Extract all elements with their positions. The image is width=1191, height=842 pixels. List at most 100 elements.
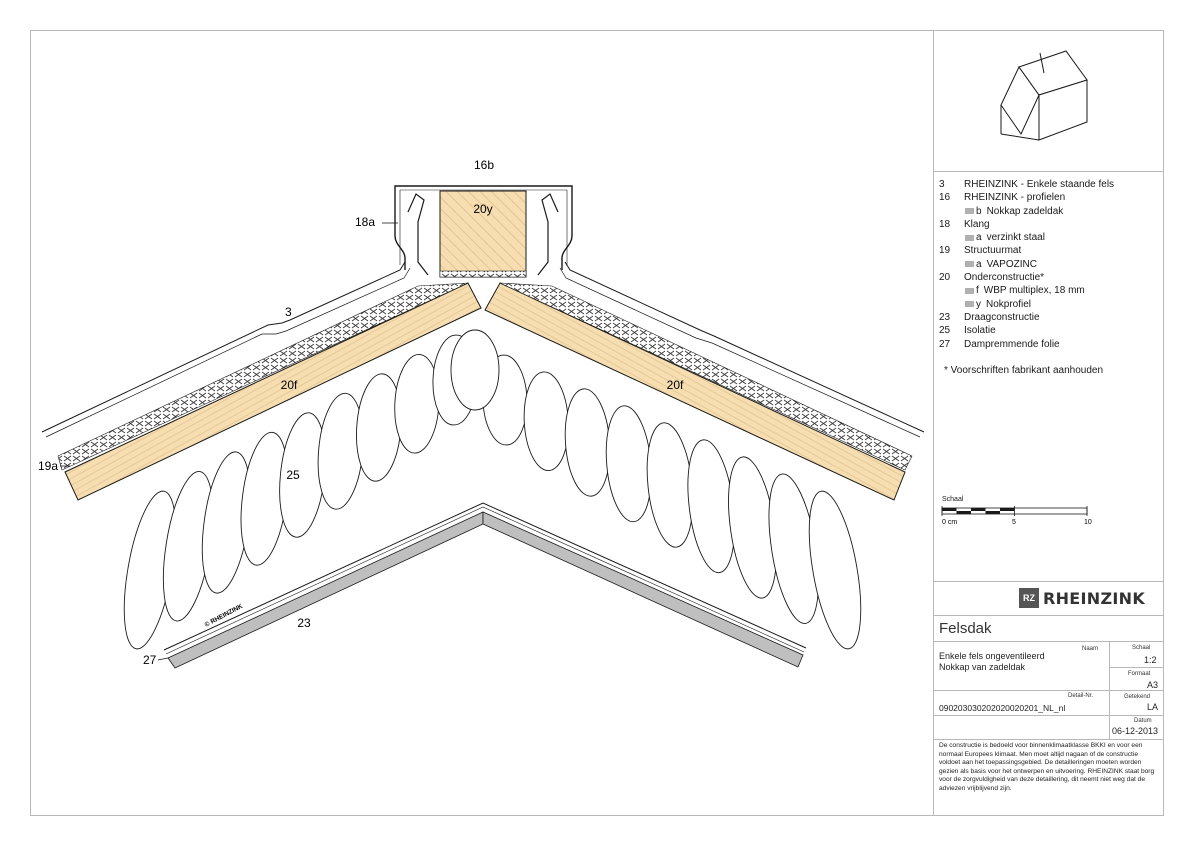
legend-subitem: a verzinkt staal [939, 231, 1159, 244]
legend-text: Nokprofiel [986, 298, 1032, 310]
divider-legend [934, 171, 1164, 172]
divider-datum [934, 715, 1164, 716]
scale-bar: 0 cm 5 10 [941, 506, 1092, 526]
legend-text: Isolatie [964, 325, 996, 337]
scale-title: Schaal [942, 496, 964, 503]
legend-text: RHEINZINK - Enkele staande fels [964, 179, 1115, 190]
legend-number: 3 [939, 179, 945, 190]
ridge-wood-profile [439, 190, 527, 278]
scale-tick-10: 10 [1084, 519, 1092, 526]
getekend-value: LA [1147, 702, 1159, 712]
ridge-detail-drawing: 16b 18a 20y 3 20f 20f 19a 25 23 27 © RHE… [38, 158, 925, 669]
legend-sub-letter: a [976, 232, 982, 244]
insulation-loop [808, 490, 862, 650]
standing-seam-right [564, 261, 925, 433]
legend-subitem: f WBP multiplex, 18 mm [939, 284, 1159, 297]
house-pictogram [1000, 50, 1088, 141]
legend-sub-letter: y [976, 298, 981, 310]
label-16b: 16b [474, 158, 494, 172]
legend-swatch-icon [965, 261, 974, 268]
legend-sub-letter: f [976, 285, 979, 297]
structure-mat-right [499, 282, 913, 471]
scale-tick-5: 5 [1012, 519, 1016, 526]
legend-text: WBP multiplex, 18 mm [983, 285, 1085, 297]
structure-mat-left [57, 282, 469, 471]
datum-label: Datum [1134, 718, 1152, 724]
divider-brand [934, 581, 1164, 582]
legend-sub-letter: b [976, 205, 982, 217]
plywood-left [64, 282, 482, 501]
label-23: 23 [297, 616, 311, 630]
legend-text: RHEINZINK - profielen [964, 192, 1066, 204]
insulation-loop [564, 388, 611, 497]
divider-naam [934, 641, 1164, 642]
clamp-left [407, 193, 429, 276]
legend-text: Klang [964, 218, 990, 230]
legend-number: 19 [939, 245, 951, 257]
standing-seam-left [41, 261, 406, 433]
ridge-cap-profile [394, 185, 573, 270]
label-20y: 20y [473, 202, 492, 216]
legend-number: 25 [939, 325, 951, 337]
legend-swatch-icon [965, 288, 974, 295]
brand-logo: RZ RHEINZINK [1019, 588, 1145, 608]
divider-project [934, 615, 1164, 616]
detail-value: 090203030202020020201_NL_nl [939, 703, 1066, 713]
legend-swatch-icon [965, 234, 974, 241]
disclaimer-text: De constructie is bedoeld voor binnenkli… [939, 742, 1155, 792]
brand-name: RHEINZINK [1043, 588, 1146, 608]
label-20f-right: 20f [667, 378, 684, 392]
label-19a: 19a [38, 459, 58, 473]
legend-subitem: y Nokprofiel [939, 298, 1159, 311]
legend-item: 25 Isolatie [939, 324, 1159, 337]
insulation-loop [523, 371, 569, 472]
legend-item: 23 Draagconstructie [939, 311, 1159, 324]
legend-item: 18 Klang [939, 218, 1159, 231]
support-structure-right [482, 511, 804, 668]
label-27: 27 [143, 653, 157, 667]
schaal-label: Schaal [1132, 645, 1151, 651]
naam-line1: Enkele fels ongeventileerd [939, 651, 1045, 661]
legend-text: Draagconstructie [964, 311, 1040, 323]
legend-item: 27 Dampremmende folie [939, 338, 1159, 351]
getekend-label: Getekend [1124, 694, 1151, 700]
datum-value: 06-12-2013 [1112, 726, 1159, 736]
formaat-value: A3 [1147, 680, 1159, 690]
naam-line2: Nokkap van zadeldak [939, 662, 1026, 672]
legend-text: Dampremmende folie [964, 338, 1060, 350]
clamp-right [537, 193, 559, 276]
legend: 3 RHEINZINK - Enkele staande fels 16 RHEINZ… [939, 178, 1159, 377]
legend-note: * Voorschriften fabrikant aanhouden [944, 364, 1103, 376]
drawing-sheet [30, 30, 1164, 816]
divider-formaat [1109, 667, 1164, 668]
label-3: 3 [285, 305, 292, 319]
legend-number: 16 [939, 192, 951, 204]
legend-swatch-icon [965, 301, 974, 308]
legend-number: 23 [939, 311, 951, 323]
scale-tick-0: 0 cm [942, 519, 957, 526]
schaal-value: 1:2 [1144, 655, 1157, 665]
legend-text: VAPOZINC [986, 258, 1037, 270]
insulation-layer [123, 329, 862, 650]
divider-detail [934, 690, 1164, 691]
legend-item: 3 RHEINZINK - Enkele staande fels [939, 178, 1159, 191]
legend-subitem: a VAPOZINC [939, 258, 1159, 271]
label-20f-left: 20f [281, 378, 298, 392]
legend-swatch-icon [965, 208, 974, 215]
legend-number: 18 [939, 218, 951, 230]
detail-label: Detail-Nr. [1068, 693, 1094, 699]
legend-text: verzinkt staal [986, 232, 1045, 244]
insulation-loop [450, 329, 500, 411]
legend-item: 16 RHEINZINK - profielen [939, 191, 1159, 204]
plywood-right [484, 282, 906, 501]
legend-sub-letter: a [976, 258, 982, 270]
project-title: Felsdak [939, 620, 992, 637]
label-25: 25 [286, 468, 300, 482]
brand-mark-icon: RZ [1019, 588, 1039, 608]
naam-label: Naam [1082, 646, 1099, 652]
legend-number: 27 [939, 338, 951, 350]
